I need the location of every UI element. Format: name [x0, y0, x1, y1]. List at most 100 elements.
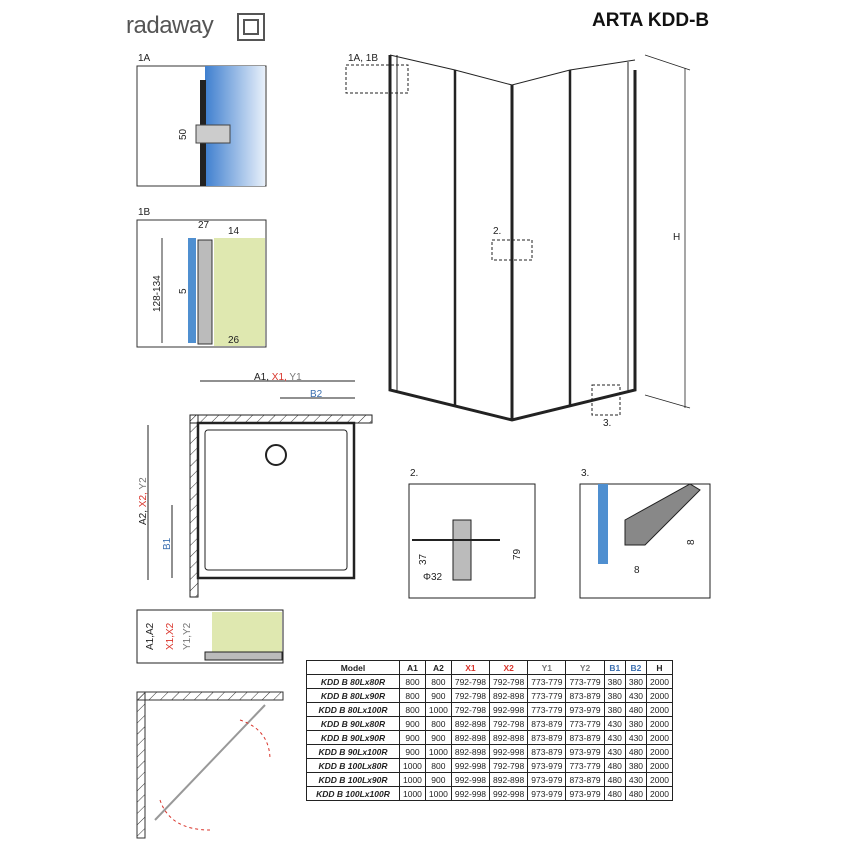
- column-header: X2: [489, 660, 529, 675]
- value-cell: 380: [603, 702, 626, 717]
- value-cell: 430: [603, 716, 626, 731]
- detail-2: [408, 483, 536, 599]
- value-cell: 430: [603, 730, 626, 745]
- column-header: A1: [399, 660, 426, 675]
- plan-b2-label: B2: [310, 389, 323, 400]
- value-cell: 380: [624, 716, 648, 731]
- model-cell: KDD B 80Lx80R: [306, 674, 400, 689]
- value-cell: 973-979: [565, 744, 605, 759]
- value-cell: 2000: [646, 744, 673, 759]
- callout-2: 2.: [493, 226, 502, 237]
- dim-26: 26: [228, 335, 240, 346]
- value-cell: 900: [399, 730, 426, 745]
- value-cell: 773-779: [527, 688, 567, 703]
- plan-width-label: A1, X1, Y1: [254, 372, 302, 383]
- value-cell: 900: [424, 730, 452, 745]
- value-cell: 992-998: [489, 702, 529, 717]
- value-cell: 800: [399, 674, 426, 689]
- value-cell: 973-979: [565, 702, 605, 717]
- value-cell: 2000: [646, 674, 673, 689]
- value-cell: 873-879: [527, 744, 567, 759]
- value-cell: 480: [603, 786, 626, 801]
- value-cell: 480: [624, 786, 648, 801]
- value-cell: 2000: [646, 688, 673, 703]
- value-cell: 900: [399, 716, 426, 731]
- dim-50: 50: [178, 128, 189, 140]
- detail-1a: [136, 65, 267, 187]
- value-cell: 792-798: [489, 674, 529, 689]
- dim-37: 37: [418, 553, 429, 565]
- value-cell: 792-798: [450, 674, 491, 689]
- value-cell: 2000: [646, 702, 673, 717]
- value-cell: 800: [424, 716, 452, 731]
- side-view: [136, 609, 284, 664]
- value-cell: 973-979: [527, 758, 567, 773]
- value-cell: 992-998: [450, 786, 491, 801]
- brand-logo: radaway: [126, 12, 214, 39]
- value-cell: 992-998: [489, 744, 529, 759]
- model-cell: KDD B 100Lx100R: [306, 786, 400, 801]
- logo-square: [237, 13, 265, 41]
- value-cell: 430: [624, 688, 648, 703]
- value-cell: 992-998: [450, 758, 491, 773]
- value-cell: 773-779: [565, 716, 605, 731]
- dim-79: 79: [512, 548, 523, 560]
- column-header: X1: [450, 660, 491, 675]
- model-cell: KDD B 90Lx100R: [306, 744, 400, 759]
- dim-14: 14: [228, 226, 240, 237]
- value-cell: 900: [399, 744, 426, 759]
- value-cell: 873-879: [565, 772, 605, 787]
- value-cell: 873-879: [565, 730, 605, 745]
- value-cell: 1000: [424, 744, 452, 759]
- value-cell: 2000: [646, 772, 673, 787]
- value-cell: 380: [603, 674, 626, 689]
- column-header: B2: [624, 660, 648, 675]
- value-cell: 380: [624, 674, 648, 689]
- value-cell: 892-898: [450, 744, 491, 759]
- value-cell: 900: [424, 688, 452, 703]
- value-cell: 773-779: [527, 702, 567, 717]
- model-cell: KDD B 80Lx90R: [306, 688, 400, 703]
- plan-depth-label: A2, X2, Y2: [138, 477, 149, 525]
- value-cell: 1000: [399, 772, 426, 787]
- value-cell: 480: [624, 744, 648, 759]
- value-cell: 380: [624, 758, 648, 773]
- door-swing-diagram: [136, 691, 284, 839]
- value-cell: 892-898: [450, 716, 491, 731]
- value-cell: 800: [424, 674, 452, 689]
- detail-3-label: 3.: [581, 468, 590, 479]
- value-cell: 2000: [646, 730, 673, 745]
- value-cell: 792-798: [450, 702, 491, 717]
- value-cell: 480: [603, 772, 626, 787]
- model-cell: KDD B 90Lx80R: [306, 716, 400, 731]
- detail-2-label: 2.: [410, 468, 419, 479]
- model-cell: KDD B 100Lx80R: [306, 758, 400, 773]
- dim-8-vertical: 8: [686, 539, 697, 545]
- value-cell: 892-898: [450, 730, 491, 745]
- value-cell: 800: [424, 758, 452, 773]
- value-cell: 892-898: [489, 730, 529, 745]
- side-y-label: Y1,Y2: [182, 622, 193, 650]
- value-cell: 380: [603, 688, 626, 703]
- value-cell: 2000: [646, 758, 673, 773]
- value-cell: 800: [399, 702, 426, 717]
- model-cell: KDD B 80Lx100R: [306, 702, 400, 717]
- product-title: ARTA KDD-B: [592, 10, 710, 31]
- detail-1b-label: 1B: [138, 207, 151, 218]
- value-cell: 973-979: [527, 772, 567, 787]
- plan-view: [147, 380, 373, 598]
- value-cell: 892-898: [489, 688, 529, 703]
- height-label: H: [673, 232, 681, 243]
- value-cell: 773-779: [527, 674, 567, 689]
- value-cell: 973-979: [565, 786, 605, 801]
- detail-1b: [136, 219, 267, 348]
- detail-1a-label: 1A: [138, 53, 151, 64]
- value-cell: 873-879: [565, 688, 605, 703]
- value-cell: 480: [603, 758, 626, 773]
